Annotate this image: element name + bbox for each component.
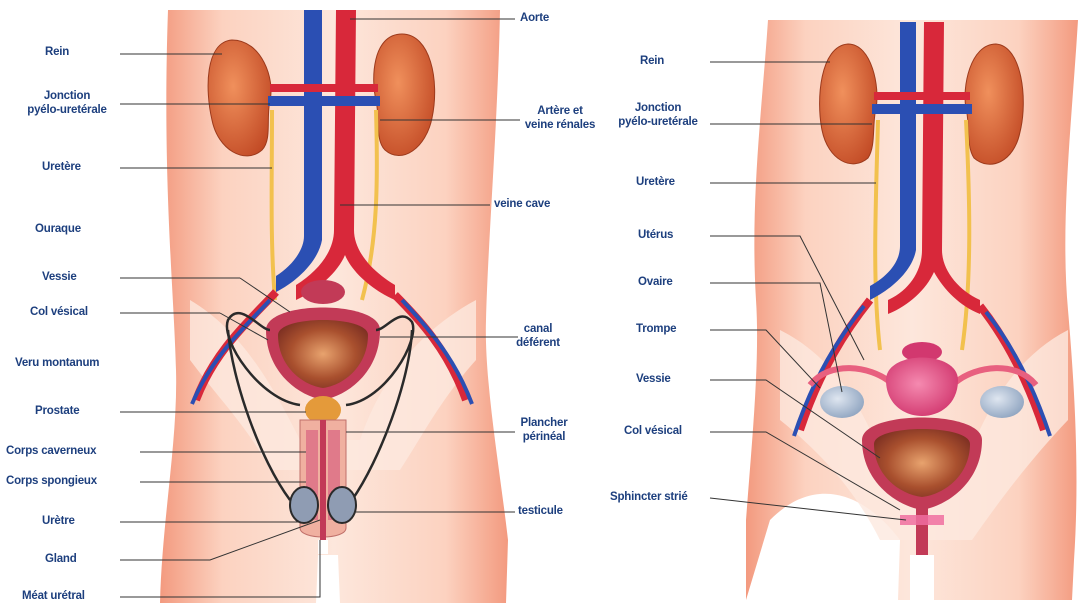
label-f-vessie: Vessie — [636, 372, 671, 386]
label-jonction: Jonction pyélo-uretérale — [22, 89, 112, 117]
label-artere-line2: veine rénales — [512, 118, 608, 132]
female-urethra — [916, 505, 928, 555]
label-f-sphincter-strie: Sphincter strié — [610, 490, 688, 504]
label-artere-line1: Artère et — [512, 104, 608, 118]
label-canal-line2: déférent — [510, 336, 566, 350]
male-right-kidney — [374, 34, 435, 156]
male-figure — [160, 10, 508, 603]
label-veine-cave: veine cave — [494, 197, 550, 211]
female-renal-artery — [874, 92, 970, 100]
label-plancher-perineal: Plancher périnéal — [514, 416, 574, 444]
male-renal-artery — [270, 84, 378, 92]
label-f-jonction-line2: pyélo-uretérale — [608, 115, 708, 129]
label-f-jonction: Jonction pyélo-uretérale — [608, 101, 708, 129]
label-f-col-vesical: Col vésical — [624, 424, 682, 438]
label-f-trompe: Trompe — [636, 322, 676, 336]
label-testicule: testicule — [518, 504, 563, 518]
female-urethra-end — [910, 555, 934, 600]
label-canal-line1: canal — [510, 322, 566, 336]
label-vessie: Vessie — [42, 270, 77, 284]
label-f-uretere: Uretère — [636, 175, 675, 189]
female-figure — [746, 20, 1078, 600]
male-left-testicle — [290, 487, 318, 523]
male-urethra — [320, 420, 326, 540]
female-right-ovary — [980, 386, 1024, 418]
label-uretere: Uretère — [42, 160, 81, 174]
label-artere-veine: Artère et veine rénales — [512, 104, 608, 132]
female-right-kidney — [965, 44, 1023, 164]
label-plancher-line2: périnéal — [514, 430, 574, 444]
male-renal-vein — [268, 96, 380, 106]
label-meat-uretral: Méat urétral — [22, 589, 85, 603]
label-canal-deferent: canal déférent — [510, 322, 566, 350]
label-corps-caverneux: Corps caverneux — [6, 444, 96, 458]
label-f-rein: Rein — [640, 54, 664, 68]
label-aorte: Aorte — [520, 11, 549, 25]
label-f-uterus: Utérus — [638, 228, 673, 242]
label-ouraque: Ouraque — [35, 222, 81, 236]
label-f-jonction-line1: Jonction — [608, 101, 708, 115]
label-veru-montanum: Veru montanum — [15, 356, 99, 370]
label-jonction-line1: Jonction — [22, 89, 112, 103]
label-gland: Gland — [45, 552, 77, 566]
label-col-vesical: Col vésical — [30, 305, 88, 319]
label-uretre: Urètre — [42, 514, 75, 528]
label-jonction-line2: pyélo-uretérale — [22, 103, 112, 117]
female-sphincter — [900, 515, 944, 525]
label-rein: Rein — [45, 45, 69, 59]
male-urachus-top — [301, 280, 345, 304]
male-right-testicle — [328, 487, 356, 523]
label-f-ovaire: Ovaire — [638, 275, 673, 289]
label-corps-spongieux: Corps spongieux — [6, 474, 97, 488]
label-plancher-line1: Plancher — [514, 416, 574, 430]
label-prostate: Prostate — [35, 404, 79, 418]
female-renal-vein — [872, 104, 972, 114]
